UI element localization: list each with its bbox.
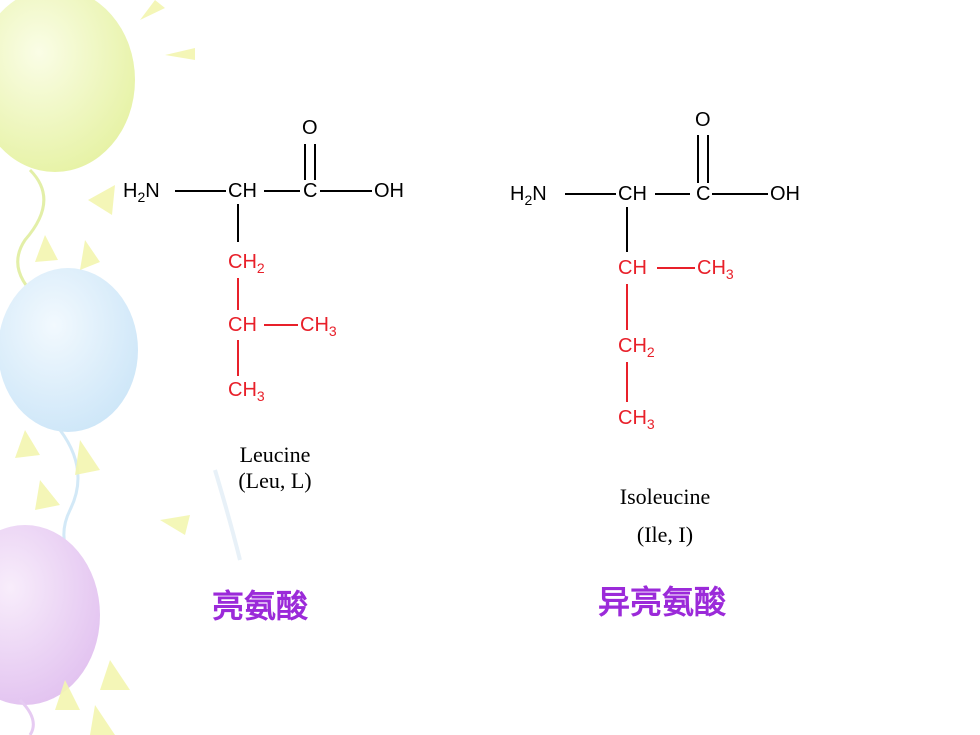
isoleucine-gamma-ch2: CH2 — [618, 335, 655, 360]
isoleucine-name: Isoleucine — [619, 484, 711, 509]
leucine-hydroxyl: OH — [374, 180, 404, 202]
leucine-abbreviation: (Leu, L) — [238, 468, 312, 493]
isoleucine-amino-group: H2N — [510, 183, 547, 208]
leucine-side-ch3: CH3 — [300, 314, 337, 339]
blue-balloon — [0, 268, 138, 432]
isoleucine-beta-ch: CH — [618, 257, 647, 279]
leucine-terminal-ch3: CH3 — [228, 379, 265, 404]
isoleucine-carboxyl-carbon: C — [696, 183, 711, 205]
leucine-chinese-name: 亮氨酸 — [212, 587, 309, 625]
isoleucine-side-ch3: CH3 — [697, 257, 734, 282]
leucine-carbonyl-oxygen: O — [302, 117, 318, 139]
leucine-gamma-ch: CH — [228, 314, 257, 336]
leucine-carboxyl-carbon: C — [303, 180, 318, 202]
leucine-name: Leucine — [239, 442, 311, 467]
purple-balloon — [0, 525, 100, 705]
isoleucine-carbonyl-oxygen: O — [695, 109, 711, 131]
isoleucine-chinese-name: 异亮氨酸 — [598, 583, 727, 621]
yellow-balloon — [0, 0, 135, 172]
leucine-amino-group: H2N — [123, 180, 160, 205]
isoleucine-alpha-carbon: CH — [618, 183, 647, 205]
balloon-decoration — [0, 0, 242, 735]
isoleucine-terminal-ch3: CH3 — [618, 407, 655, 432]
leucine-beta-ch2: CH2 — [228, 251, 265, 276]
isoleucine-abbreviation: (Ile, I) — [636, 522, 694, 547]
leucine-alpha-carbon: CH — [228, 180, 257, 202]
isoleucine-hydroxyl: OH — [770, 183, 800, 205]
